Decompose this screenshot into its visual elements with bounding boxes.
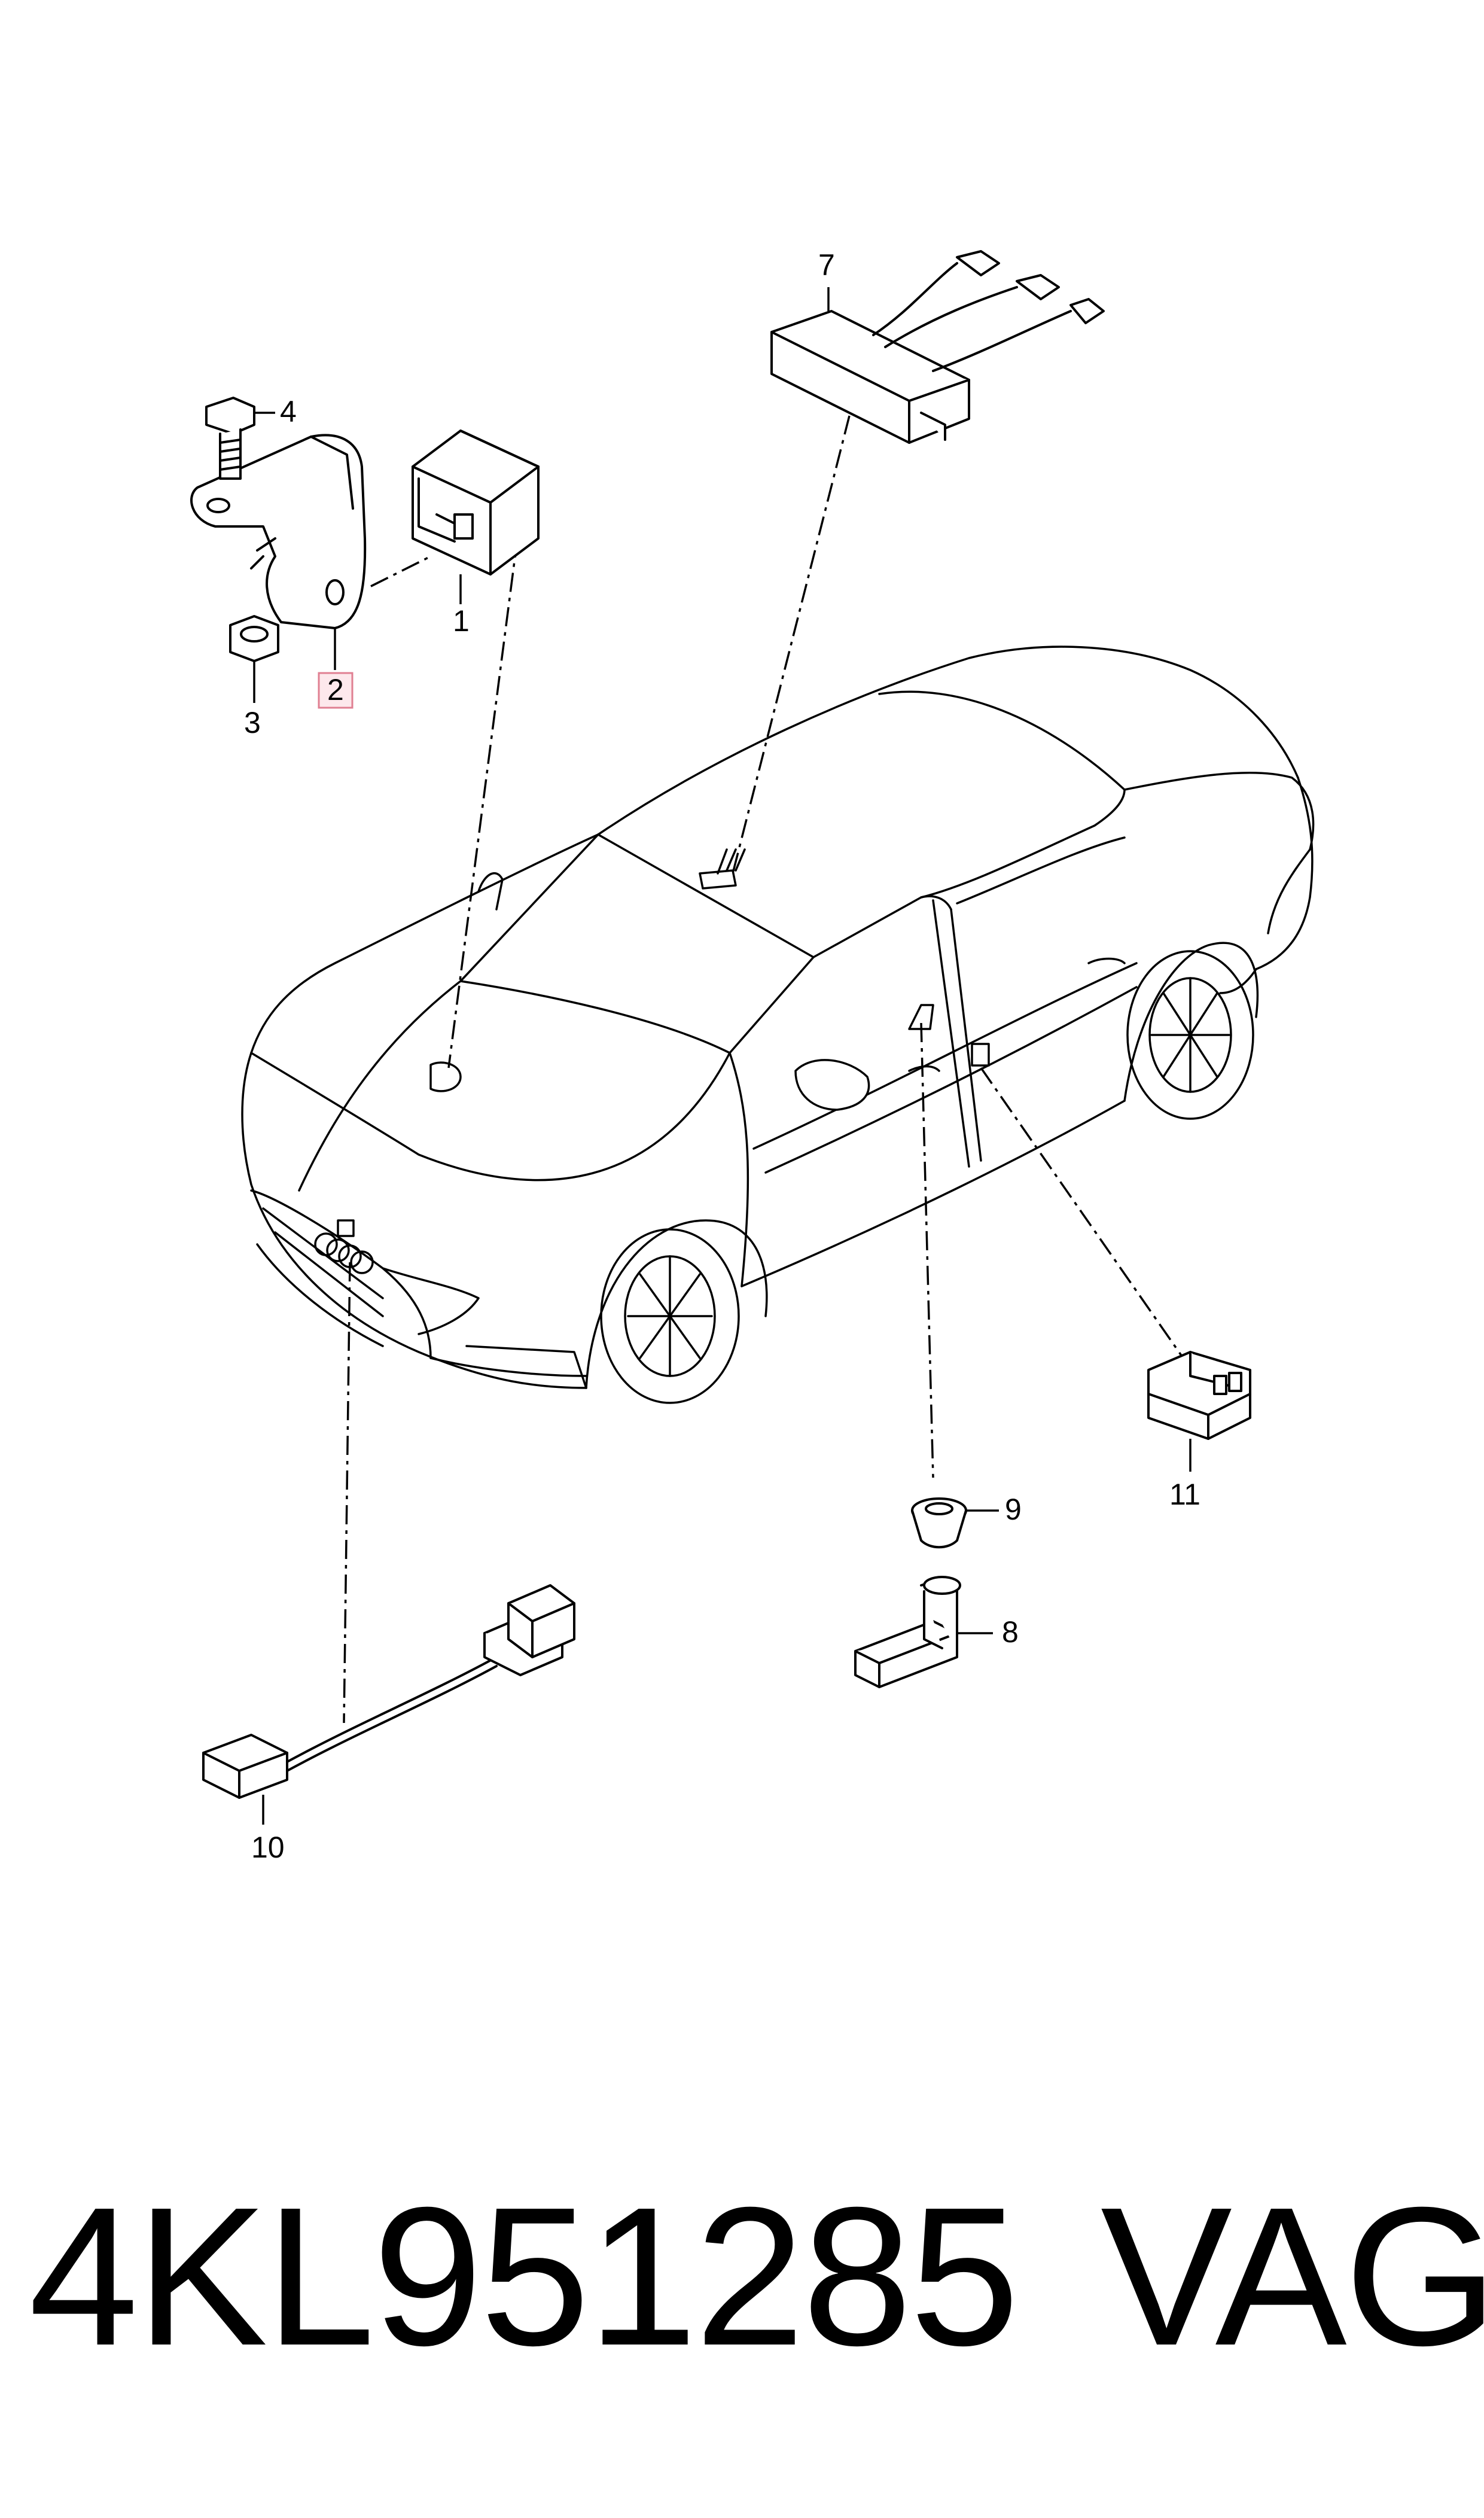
callout-labels: 1 2 3 4 7 8 9 10 11 — [244, 248, 1200, 1864]
leader-lines — [343, 415, 1189, 1724]
footer: 4KL951285 VAG — [0, 2166, 1484, 2417]
callout-4: 4 — [280, 395, 297, 428]
callout-1: 1 — [453, 604, 470, 638]
car-illustration — [241, 646, 1315, 1404]
callout-11: 11 — [1169, 1478, 1200, 1511]
callout-9: 9 — [1005, 1493, 1022, 1526]
part-3-nut — [229, 615, 279, 703]
part-1-sensor — [412, 430, 540, 604]
part-4-bolt — [205, 397, 275, 480]
part-2-bracket — [190, 434, 367, 670]
part-8-holder — [854, 1576, 993, 1688]
callout-3: 3 — [244, 706, 261, 739]
part-9-grommet — [911, 1497, 999, 1549]
callout-7: 7 — [818, 248, 835, 282]
brand-name: VAG — [1101, 2166, 1484, 2386]
part-10-cable — [202, 1584, 575, 1825]
callout-10: 10 — [251, 1831, 285, 1864]
callout-2-highlight — [318, 672, 354, 709]
callout-2: 2 — [327, 673, 344, 707]
part-7-control-unit — [770, 250, 1105, 444]
part-number: 4KL951285 — [29, 2166, 1019, 2386]
callout-8: 8 — [1002, 1615, 1019, 1649]
part-11-switch — [1147, 1351, 1251, 1472]
